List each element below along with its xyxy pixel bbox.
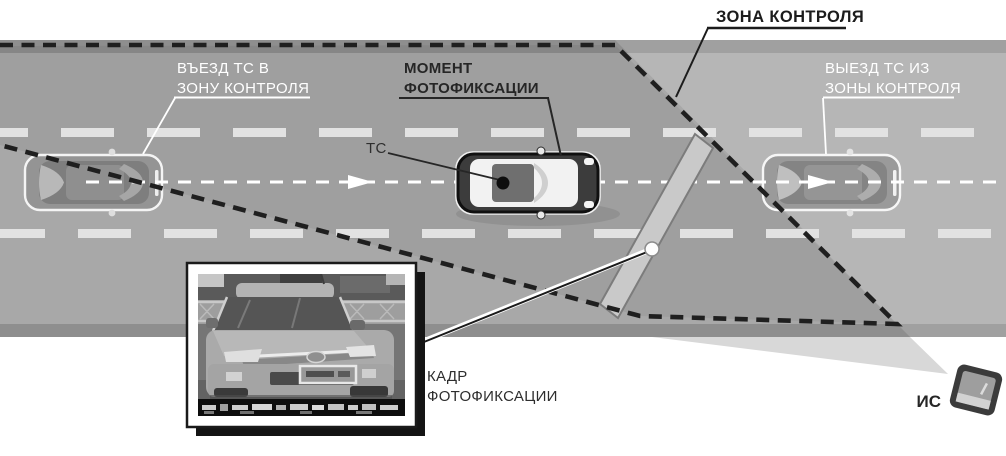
zone-label-leader (675, 27, 709, 98)
direction-arrow-right (808, 175, 833, 189)
source-label: ИС (917, 392, 942, 411)
capture-point-marker (644, 241, 660, 257)
road-edge-bottom (0, 324, 1006, 337)
support-mast (598, 132, 715, 320)
camera-device (949, 364, 1003, 416)
exit-label-leader (822, 97, 827, 155)
frame-label: КАДР ФОТОФИКСАЦИИ (427, 368, 558, 405)
control-zone-area (0, 45, 897, 324)
entry-label-leader (142, 97, 176, 155)
photo-image (198, 274, 405, 416)
vehicle-label-text: ТС (366, 140, 387, 157)
zone-label: ЗОНА КОНТРОЛЯ (675, 8, 864, 98)
frame-label-line2: ФОТОФИКСАЦИИ (427, 388, 558, 405)
direction-arrow-left (348, 175, 373, 189)
moment-label-line2: ФОТОФИКСАЦИИ (404, 80, 539, 97)
exit-label-line2: ЗОНЫ КОНТРОЛЯ (825, 80, 961, 97)
moment-label-line1: МОМЕНТ (404, 60, 472, 77)
moment-label: МОМЕНТ ФОТОФИКСАЦИИ (399, 60, 562, 157)
frame-leader-line (412, 246, 654, 348)
camera-beam (652, 337, 948, 374)
exit-label-line1: ВЫЕЗД ТС ИЗ (825, 60, 930, 77)
entry-label: ВЪЕЗД ТС В ЗОНУ КОНТРОЛЯ (142, 60, 310, 155)
vehicle-label-leader (387, 152, 501, 181)
moment-label-leader (547, 97, 562, 157)
frame-label-line1: КАДР (427, 368, 468, 385)
photo-inset (185, 261, 425, 436)
vehicle-label: ТС (366, 140, 510, 190)
exit-label: ВЫЕЗД ТС ИЗ ЗОНЫ КОНТРОЛЯ (822, 60, 961, 155)
vehicle-point-marker (496, 176, 510, 190)
zone-label-text: ЗОНА КОНТРОЛЯ (716, 8, 864, 26)
entry-label-line2: ЗОНУ КОНТРОЛЯ (177, 80, 309, 97)
control-zone-boundary (0, 42, 903, 327)
car-captured (455, 146, 620, 226)
entry-label-line1: ВЪЕЗД ТС В (177, 60, 269, 77)
